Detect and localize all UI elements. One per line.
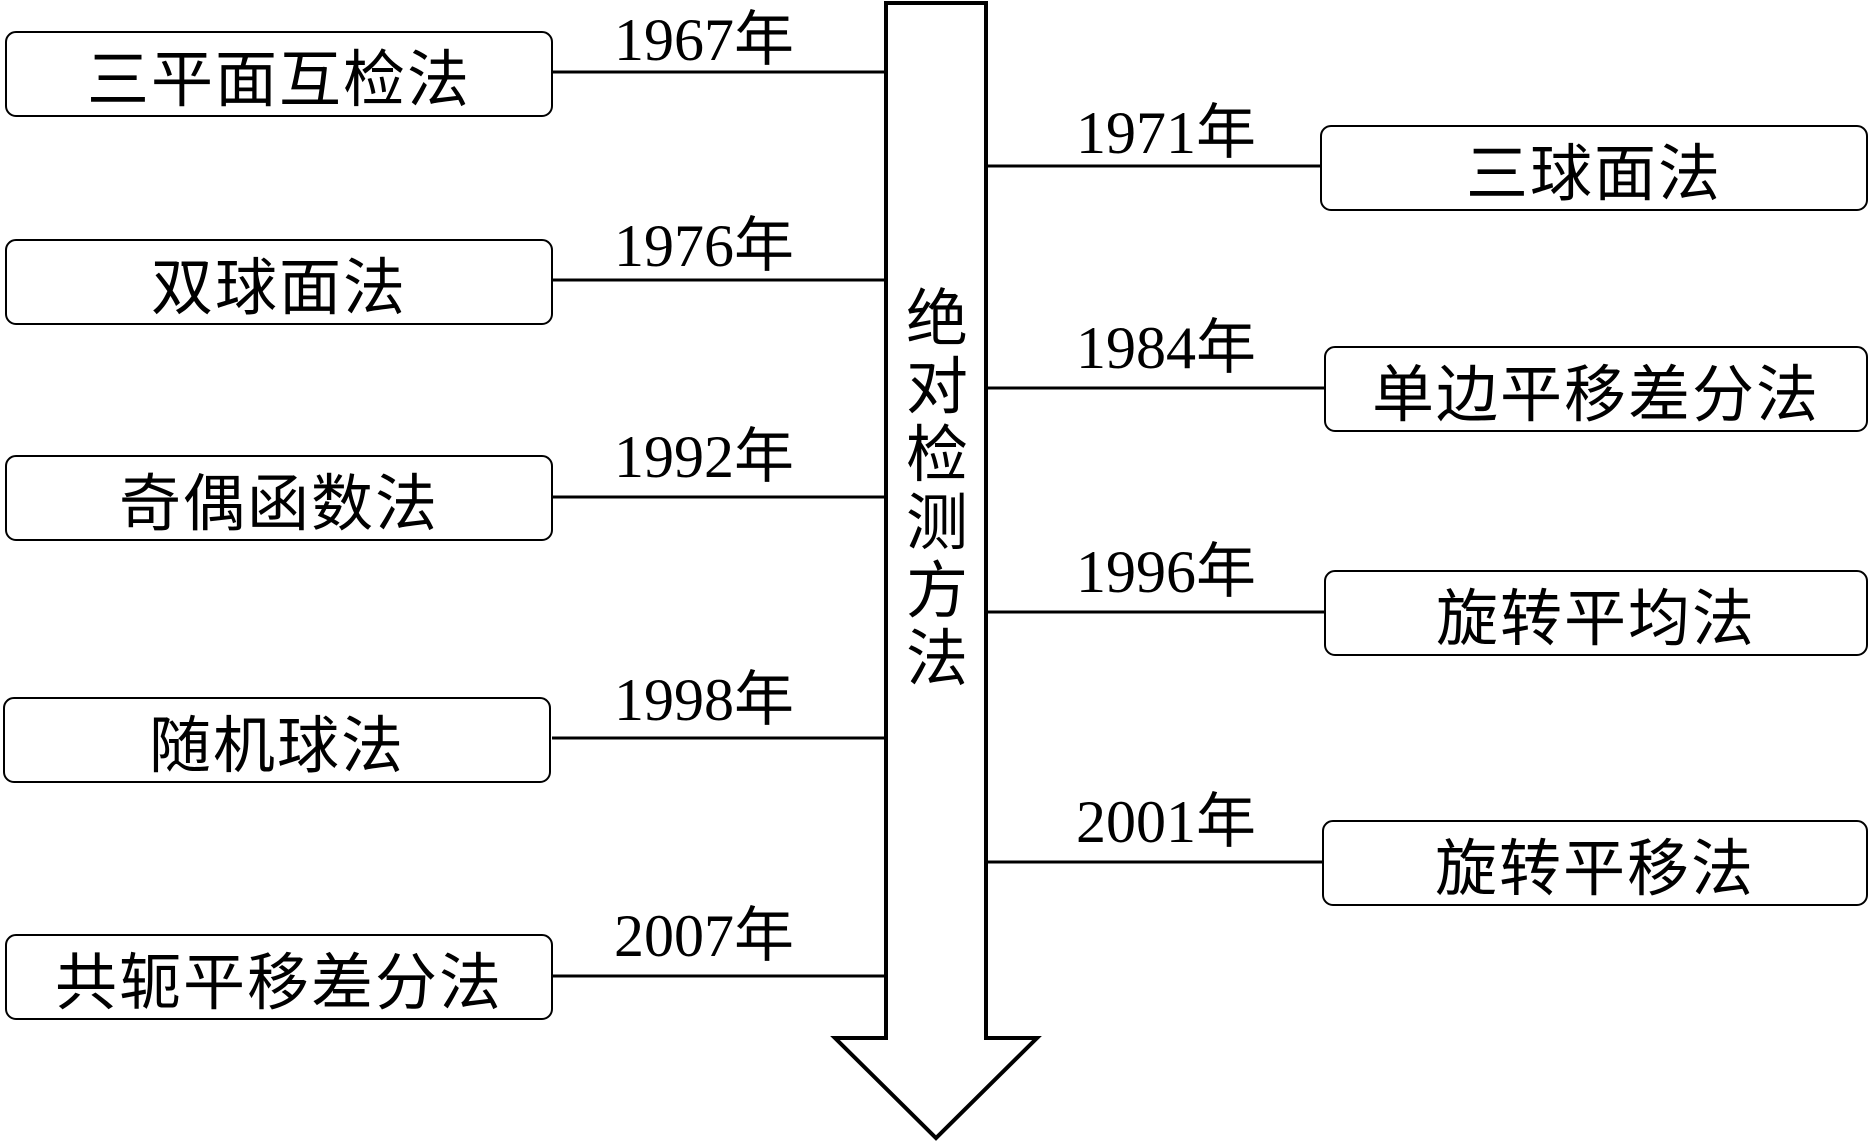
title-char: 对: [905, 350, 968, 423]
title-char: 法: [905, 622, 968, 695]
year-label: 1992年: [614, 424, 794, 490]
title-char: 测: [905, 486, 968, 559]
method-box: 三球面法: [1320, 125, 1868, 211]
method-box: 随机球法: [3, 697, 551, 783]
year-label: 1971年: [1076, 100, 1256, 166]
year-label: 1984年: [1076, 315, 1256, 381]
title-char: 绝: [905, 282, 968, 355]
year-label: 1998年: [614, 667, 794, 733]
method-box: 旋转平移法: [1322, 820, 1868, 906]
year-label: 2001年: [1076, 789, 1256, 855]
method-box: 奇偶函数法: [5, 455, 553, 541]
year-label: 1976年: [614, 213, 794, 279]
method-box: 共轭平移差分法: [5, 934, 553, 1020]
method-box: 旋转平均法: [1324, 570, 1868, 656]
timeline-arrow: [830, 1, 1042, 1141]
title-char: 检: [905, 418, 968, 491]
method-box: 单边平移差分法: [1324, 346, 1868, 432]
diagram-title: 绝 对 检 测 方 法: [882, 288, 992, 696]
method-box: 三平面互检法: [5, 31, 553, 117]
title-char: 方: [905, 554, 968, 627]
year-label: 1996年: [1076, 539, 1256, 605]
year-label: 1967年: [614, 7, 794, 73]
method-box: 双球面法: [5, 239, 553, 325]
year-label: 2007年: [614, 903, 794, 969]
